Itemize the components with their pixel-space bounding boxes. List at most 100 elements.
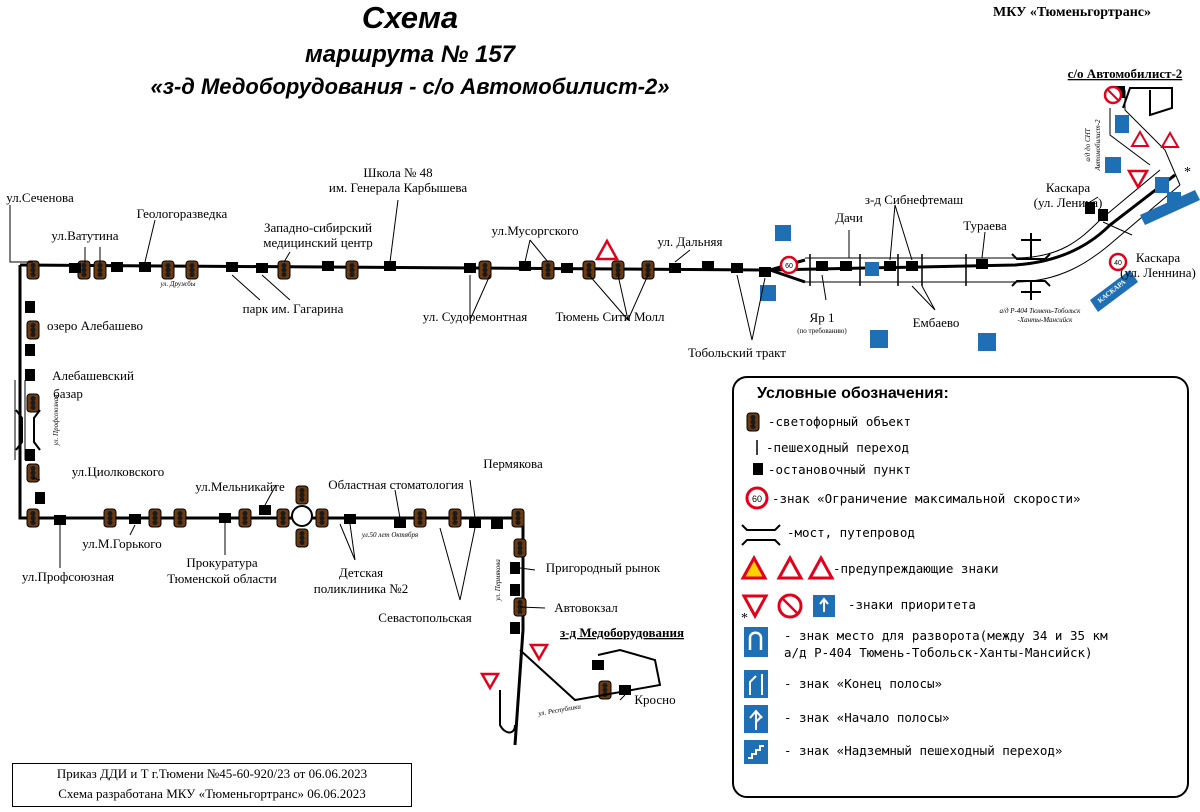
speed-sign-icon [745, 486, 769, 510]
stop-school-2: им. Генерала Карбышева [329, 180, 467, 195]
stop-kaskara-bottom-1: Каскара [1136, 250, 1180, 265]
svg-text:60: 60 [752, 494, 762, 504]
stop-sechenova: ул.Сеченова [6, 190, 74, 205]
legend-speed: -знак «Ограничение максимальной скорости… [772, 491, 1081, 506]
blue-info-signs [760, 115, 1200, 351]
stop-tobolsky: Тобольский тракт [688, 345, 786, 360]
stop-bazar-2: базар [53, 386, 83, 401]
legend-priority: -знаки приоритета [848, 597, 976, 612]
street-highway-2: -Ханты-Мансийск [1018, 316, 1074, 324]
stop-kaskara-bottom-2: (ул. Леннина) [1120, 265, 1196, 280]
terminal-loop-top [1122, 87, 1173, 117]
stop-stomatologia: Областная стоматология [328, 477, 464, 492]
stop-city-mall: Тюмень Сити Молл [555, 309, 665, 324]
developed-line: Схема разработана МКУ «Тюменьгортранс» 0… [58, 786, 366, 801]
route-number: маршрута № 157 [305, 41, 517, 68]
stop-yar-note: (по требованию) [797, 327, 847, 335]
organization-name: МКУ «Тюменьгортранс» [993, 5, 1151, 20]
stop-sibneftemash: з-д Сибнефтемаш [865, 192, 963, 207]
stop-zapsib-2: медицинский центр [263, 235, 373, 250]
stop-sudoremontnaya: ул. Судоремонтная [423, 309, 527, 324]
street-druzhby: ул. Дружбы [160, 280, 196, 288]
roundabout [291, 505, 313, 527]
legend-overpass: - знак «Надземный пешеходный переход» [784, 743, 1062, 758]
order-line: Приказ ДДИ и Т г.Тюмени №45-60-920/23 от… [56, 766, 368, 781]
street-profsoyuznaya: ул. Профсоюзная [52, 395, 60, 447]
traffic-light-icon [746, 412, 760, 432]
asterisk-mark: * [1184, 165, 1191, 180]
stop-embaevo: Ембаево [913, 315, 960, 330]
stop-kaskara-top-1: Каскара [1046, 180, 1090, 195]
stop-sevastopolskaya: Севастопольская [378, 610, 471, 625]
stop-avtomobilist: с/о Автомобилист-2 [1068, 66, 1183, 81]
street-snt-2: Автомобилист-2 [1094, 119, 1102, 172]
stop-geologorazvedka: Геологоразведка [137, 206, 228, 221]
street-snt-1: а/д до СНТ [1084, 127, 1092, 161]
route-name: «з-д Медоборудования - с/о Автомобилист-… [150, 74, 669, 99]
stop-permyakova: Пермякова [483, 456, 543, 471]
legend-traffic-light: -светофорный объект [768, 414, 911, 429]
stop-vatutina: ул.Ватутина [51, 228, 118, 243]
legend-stop: -остановочный пункт [768, 462, 911, 477]
stop-detskaya-2: поликлиника №2 [314, 581, 408, 596]
stop-dalnyaya: ул. Дальняя [658, 234, 723, 249]
warning-sign-icon [594, 129, 1180, 261]
stop-rynok: Пригородный рынок [546, 560, 661, 575]
pedestrian-crossings [809, 254, 967, 286]
street-oktyabrya: ул.50 лет Октября [361, 531, 418, 539]
stop-tsiolkovskogo: ул.Циолковского [72, 464, 164, 479]
street-highway-1: а/д Р-404 Тюмень-Тобольск [1000, 307, 1082, 315]
legend-uturn-2: а/д Р-404 Тюмень-Тобольск-Ханты-Мансийск… [784, 645, 1093, 660]
speed-limit-sign-icon: 60 40 [779, 85, 1128, 275]
stop-gorkogo: ул.М.Горького [82, 536, 161, 551]
legend-bridge: -мост, путепровод [787, 525, 915, 540]
stop-school-1: Школа № 48 [363, 165, 432, 180]
bridge-icon [741, 524, 781, 546]
u-turn-sign-icon [744, 627, 768, 657]
stop-krosno: Кросно [634, 692, 675, 707]
warning-signs-icon [740, 554, 835, 580]
legend-uturn-1: - знак место для разворота(между 34 и 35… [784, 628, 1108, 643]
stop-medoborudovaniya: з-д Медоборудования [560, 625, 684, 640]
legend: Условные обозначения: -светофорный объек… [732, 376, 1189, 798]
stop-dachi: Дачи [835, 210, 863, 225]
lane-end-sign-icon [744, 670, 768, 698]
stop-turaeva: Тураева [963, 218, 1007, 233]
bridges [15, 233, 1051, 451]
svg-text:40: 40 [1114, 260, 1122, 267]
street-respubliki: ул. Республики [537, 702, 582, 718]
terminal-loop-bottom [499, 648, 662, 734]
stop-labels: ул.Сеченова ул.Ватутина Геологоразведка … [6, 66, 1196, 707]
stop-zapsib-1: Западно-сибирский [264, 220, 372, 235]
stop-profsoyuznaya: ул.Профсоюзная [22, 569, 114, 584]
stop-icon [753, 463, 763, 475]
pedestrian-overpass-sign-icon [744, 740, 768, 764]
order-note: Приказ ДДИ и Т г.Тюмени №45-60-920/23 от… [12, 763, 412, 807]
svg-text:60: 60 [785, 263, 793, 270]
yield-sign-icon [479, 169, 1150, 691]
stop-detskaya-1: Детская [339, 565, 383, 580]
legend-warning: -предупреждающие знаки [833, 561, 999, 576]
stop-bazar-1: Алебашевский [52, 368, 134, 383]
stop-park: парк им. Гагарина [243, 301, 344, 316]
stop-yar-1: Яр 1 [810, 310, 835, 325]
scheme-title: Схема [362, 0, 458, 35]
street-permyakova: ул. Пермякова [494, 559, 502, 602]
stop-melnikaite: ул.Мельникайте [195, 479, 285, 494]
stop-ozero: озеро Алебашево [47, 318, 143, 333]
stop-prokuratura-1: Прокуратура [186, 555, 257, 570]
legend-title: Условные обозначения: [757, 385, 949, 402]
stop-kaskara-top-2: (ул. Ленина) [1034, 195, 1103, 210]
legend-crossing: -пешеходный переход [766, 440, 909, 455]
stop-prokuratura-2: Тюменской области [167, 571, 276, 586]
priority-signs-icon [741, 593, 835, 620]
legend-lane-end: - знак «Конец полосы» [784, 676, 942, 691]
stop-avtovokzal: Автовокзал [554, 600, 618, 615]
legend-asterisk: * [741, 611, 748, 626]
lane-start-sign-icon [744, 705, 768, 733]
label-leaders [9, 196, 1133, 701]
legend-lane-start: - знак «Начало полосы» [784, 710, 950, 725]
stop-musorgskogo: ул.Мусоргского [492, 223, 579, 238]
legend-frame [732, 376, 1189, 798]
